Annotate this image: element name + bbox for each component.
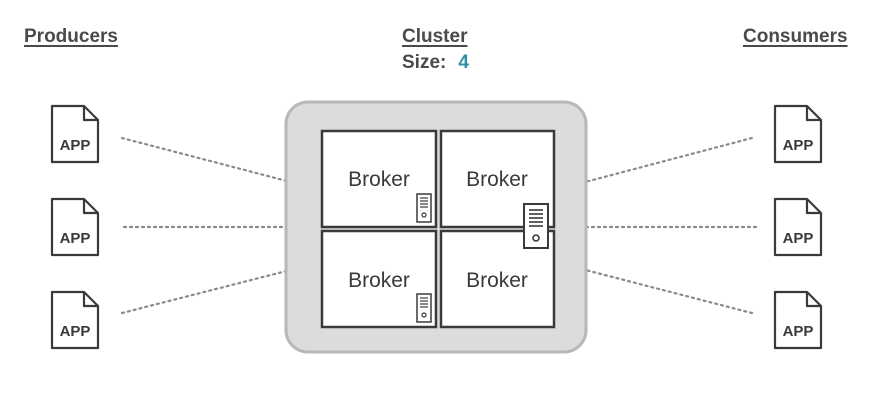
producer-app-1: APP	[50, 104, 100, 164]
broker-bottom-left: Broker	[320, 229, 438, 329]
consumer-app-1: APP	[773, 104, 823, 164]
cluster-size-value: 4	[458, 52, 469, 73]
consumer-connection-lines	[568, 136, 758, 315]
producer-connection-lines	[120, 136, 308, 315]
producers-heading: Producers	[24, 26, 118, 47]
producer-app-3: APP	[50, 290, 100, 350]
app-label: APP	[783, 323, 814, 340]
producer-app-2: APP	[50, 197, 100, 257]
producer-line-3	[120, 264, 308, 315]
consumer-app-2: APP	[773, 197, 823, 257]
broker-label: Broker	[466, 168, 528, 191]
cluster-size-label: Size:	[402, 52, 447, 73]
consumer-app-3: APP	[773, 290, 823, 350]
consumer-line-3	[568, 264, 754, 315]
server-icon	[416, 193, 432, 223]
app-label: APP	[783, 137, 814, 154]
cluster-heading: Cluster	[402, 26, 468, 47]
server-icon	[416, 293, 432, 323]
app-label: APP	[60, 230, 91, 247]
server-icon	[523, 203, 549, 249]
app-label: APP	[60, 137, 91, 154]
broker-label: Broker	[466, 269, 528, 292]
consumers-heading: Consumers	[743, 26, 848, 47]
consumer-line-1	[568, 136, 754, 188]
app-label: APP	[60, 323, 91, 340]
app-label: APP	[783, 230, 814, 247]
broker-label: Broker	[348, 269, 410, 292]
broker-top-left: Broker	[320, 129, 438, 229]
broker-label: Broker	[348, 168, 410, 191]
producer-line-1	[120, 136, 308, 188]
cluster-size: Size: 4	[402, 52, 469, 74]
